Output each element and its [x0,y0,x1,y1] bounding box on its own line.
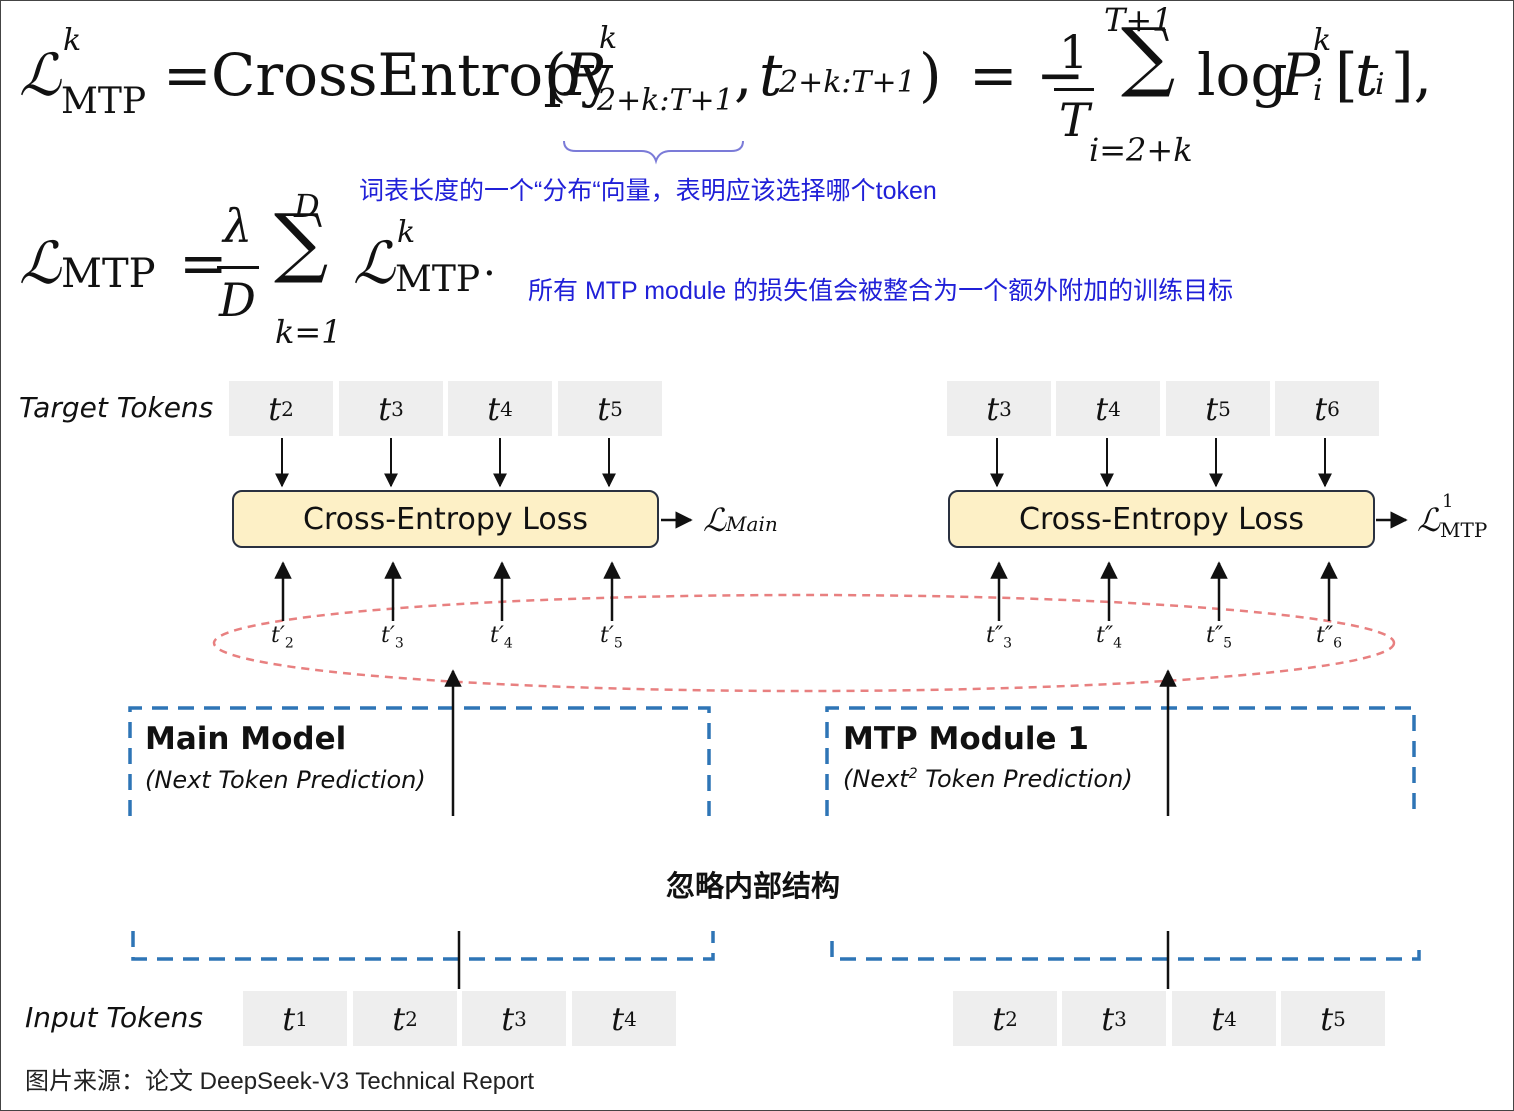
ignore-structure-note: 忽略内部结构 [666,869,841,903]
main-model-top-box [128,706,711,816]
main-prediction: t′2 [271,623,294,652]
mtp-module-bottom-box [830,941,1421,961]
formula1-frac-den: T [1059,93,1090,147]
formula1-sum-sign: ∑ [1121,11,1176,100]
formula1-t-sub: 2+k:T+1 [779,65,916,100]
formula2-frac-den: D [219,273,256,327]
input-tokens-label: Input Tokens [25,1001,203,1034]
formula2-sum-top: D [294,187,320,225]
main-model-subtitle: (Next Token Prediction) [145,766,426,794]
mtp-prediction: t″4 [1096,623,1122,652]
mtp-cross-entropy-loss: Cross-Entropy Loss [948,490,1375,548]
formula1-tail-t-sub: i [1375,67,1385,102]
formula1-eq: = [163,41,212,109]
formula2-period: . [483,239,496,285]
formula1-lhs: ℒ [19,41,61,109]
formula2-frac-bar [217,266,259,269]
formula2-lhs: ℒ [19,229,61,297]
main-prediction: t′3 [381,623,404,652]
formula1-tail-t: t [1355,41,1379,109]
main-prediction: t′4 [490,623,513,652]
prediction-ellipse [212,593,1396,693]
formula1-p-sup: k [599,21,618,56]
distribution-brace [563,140,744,165]
formula1-t: t [759,41,783,109]
main-model-title: Main Model [145,721,347,757]
formula1-p-sub: 2+k:T+1 [597,83,734,118]
formula1-tail-p-sub: i [1313,73,1323,108]
formula1-frac-num: 1 [1059,25,1089,79]
formula2-sum-bottom: k=1 [275,313,342,351]
formula2-term-sup: k [397,215,416,250]
formula2-term: ℒ [353,229,395,297]
mtp-prediction: t″3 [986,623,1012,652]
main-cross-entropy-loss: Cross-Entropy Loss [232,490,659,548]
main-loss-output: ℒMain [703,501,778,539]
formula1-rhs: = − [969,41,1085,109]
main-model-bottom-box [131,931,715,961]
formula2-frac-num: λ [223,199,253,253]
formula-mtp-total: ℒ MTP = λ D ∑ D k=1 ℒ k MTP . [19,187,499,351]
image-source: 图片来源：论文 DeepSeek-V3 Technical Report [25,1068,535,1095]
mtp-module-subtitle: (Next2 Token Prediction) [843,765,1133,793]
formula1-lhs-sub: MTP [61,81,147,122]
loss-note: 所有 MTP module 的损失值会被整合为一个额外附加的训练目标 [528,277,1234,305]
formula2-lhs-sub: MTP [61,251,156,297]
formula1-paren-close: ) [919,41,942,109]
target-tokens-label: Target Tokens [19,391,214,424]
distribution-note: 词表长度的一个“分布“向量，表明应该选择哪个token [359,177,937,205]
mtp-module-title: MTP Module 1 [843,721,1089,757]
formula1-tail-p-sup: k [1313,23,1332,58]
formula1-p: P [564,41,604,109]
mtp-prediction: t″5 [1206,623,1232,652]
formula2-term-sub: MTP [395,259,481,300]
formula1-comma: , [734,41,753,109]
main-prediction: t′5 [600,623,623,652]
formula1-bracket-close: ], [1391,41,1433,109]
formula1-sum-bottom: i=2+k [1089,131,1193,169]
formula2-eq: = [179,229,228,297]
mtp-module-top-box [825,706,1416,816]
formula1-func: CrossEntropy [211,41,614,109]
formula1-lhs-sup: k [63,23,82,58]
formula1-sum-top: T+1 [1104,1,1173,39]
mtp-prediction: t″6 [1316,623,1342,652]
formula1-log: log [1197,41,1288,109]
formula1-paren-open: ( [544,41,567,109]
formula1-bracket-open: [ [1335,41,1358,109]
formula1-tail-p: P [1281,41,1321,109]
formula2-sum-sign: ∑ [274,197,329,286]
formula1-frac-bar [1054,88,1094,91]
